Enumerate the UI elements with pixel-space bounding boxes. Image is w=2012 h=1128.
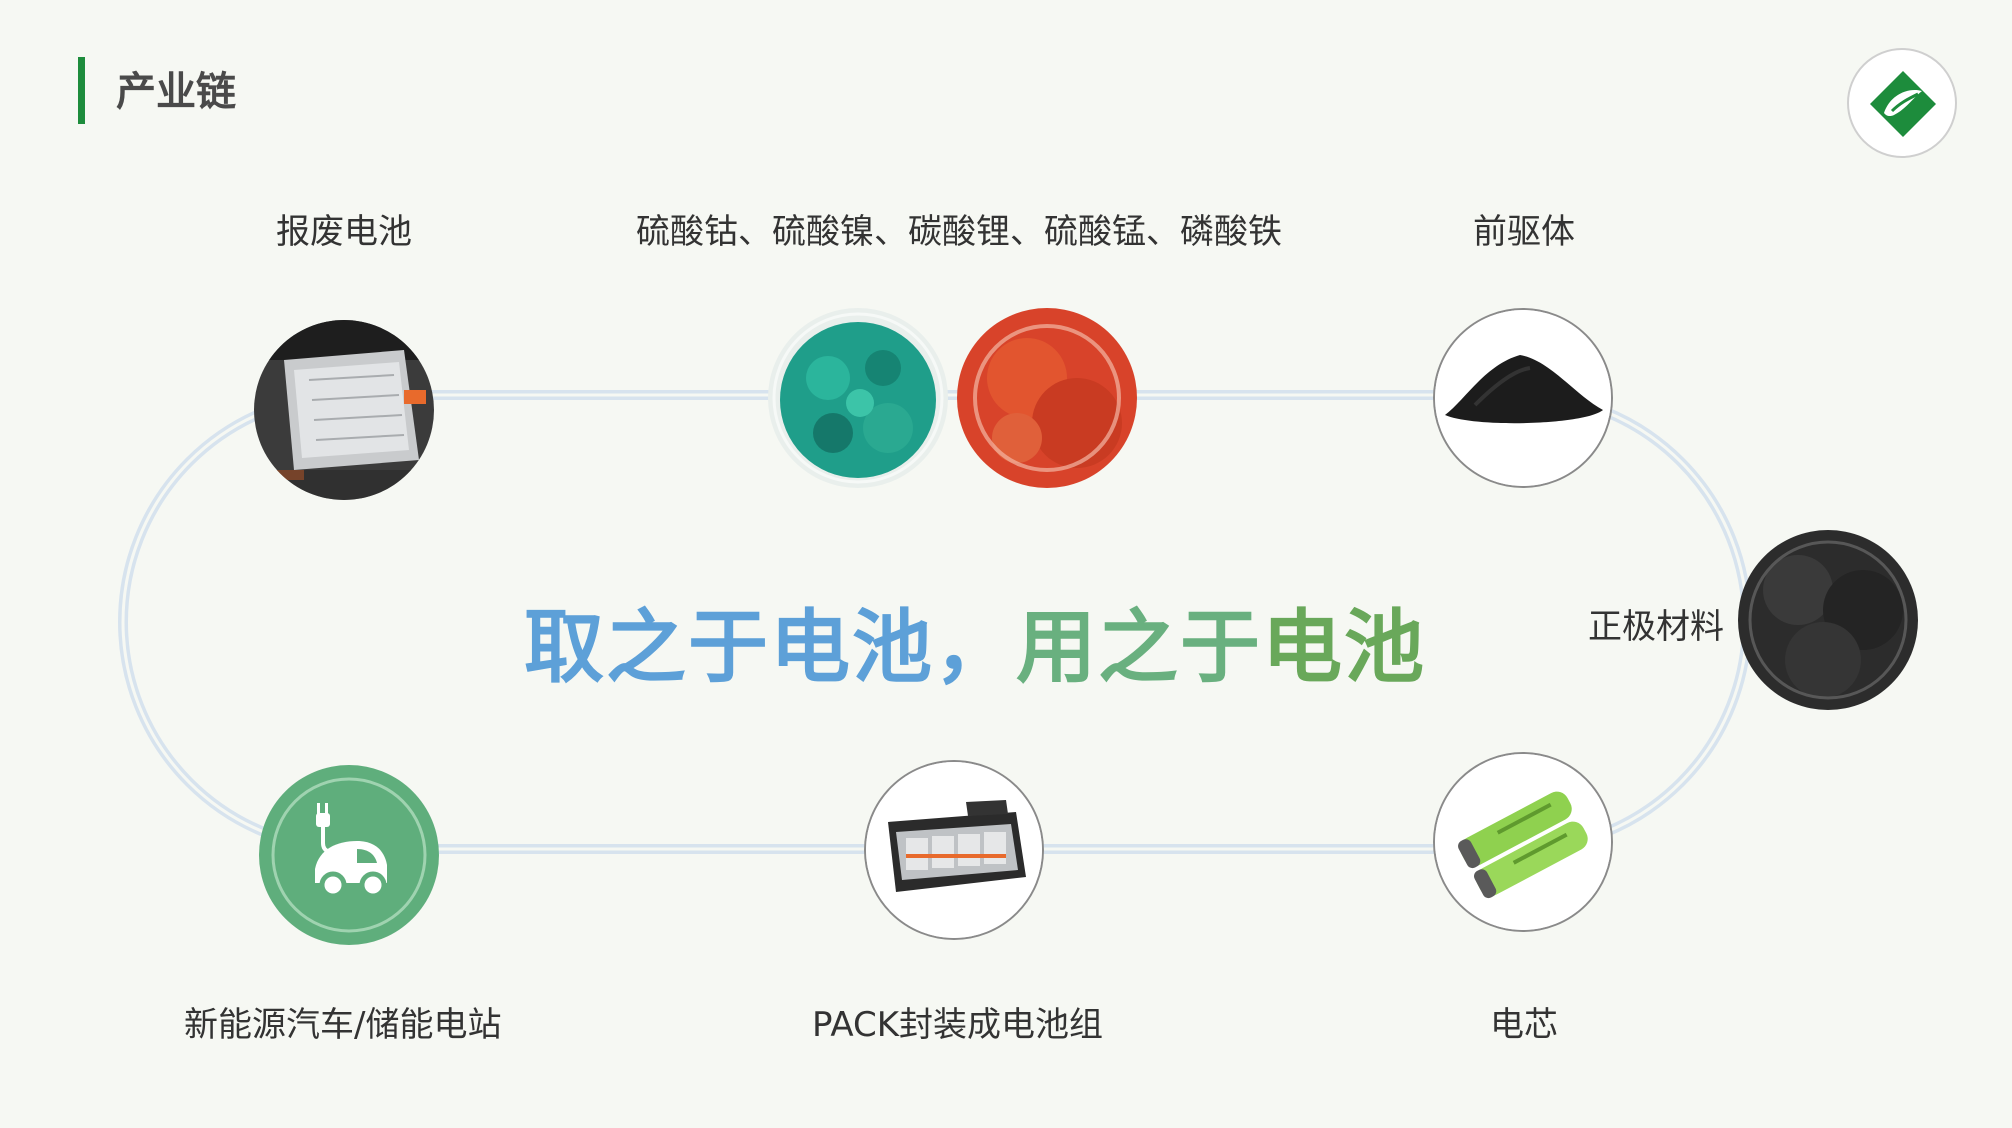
ev-charging-car-icon: [271, 777, 427, 933]
label-cathode: 正极材料: [1588, 607, 1724, 647]
red-salt-node: [957, 308, 1137, 488]
scrap-battery-node: [254, 320, 434, 500]
company-logo: [1847, 48, 1957, 158]
cylindrical-cells-icon: [1435, 754, 1611, 930]
page-title: 产业链: [116, 69, 236, 115]
precursor-node: [1433, 308, 1613, 488]
label-salts: 硫酸钴、硫酸镍、碳酸锂、硫酸锰、磷酸铁: [636, 212, 1282, 252]
green-salt-node: [768, 308, 948, 488]
label-cell: 电芯: [1490, 1005, 1558, 1045]
battery-module-icon: [866, 762, 1042, 938]
red-powder-icon: [957, 308, 1137, 488]
cathode-node: [1738, 530, 1918, 710]
green-crystal-icon: [768, 308, 948, 488]
label-precursor: 前驱体: [1473, 212, 1575, 252]
dark-powder-icon: [1738, 530, 1918, 710]
slogan-part-3: 电池: [1262, 601, 1426, 694]
label-scrap-battery: 报废电池: [276, 212, 412, 252]
label-pack: PACK封装成电池组: [812, 1005, 1104, 1045]
ev-node: [259, 765, 439, 945]
label-ev: 新能源汽车/储能电站: [184, 1005, 502, 1045]
battery-pack-icon: [254, 320, 434, 500]
slogan-part-2: 用之于: [1016, 601, 1262, 694]
leaf-logo-icon: [1870, 71, 1936, 137]
slogan: 取之于电池，用之于电池: [524, 598, 1426, 698]
title-accent-bar: [78, 57, 85, 124]
slogan-part-1: 取之于电池，: [524, 601, 1016, 694]
cell-node: [1433, 752, 1613, 932]
black-powder-icon: [1435, 310, 1611, 486]
pack-node: [864, 760, 1044, 940]
